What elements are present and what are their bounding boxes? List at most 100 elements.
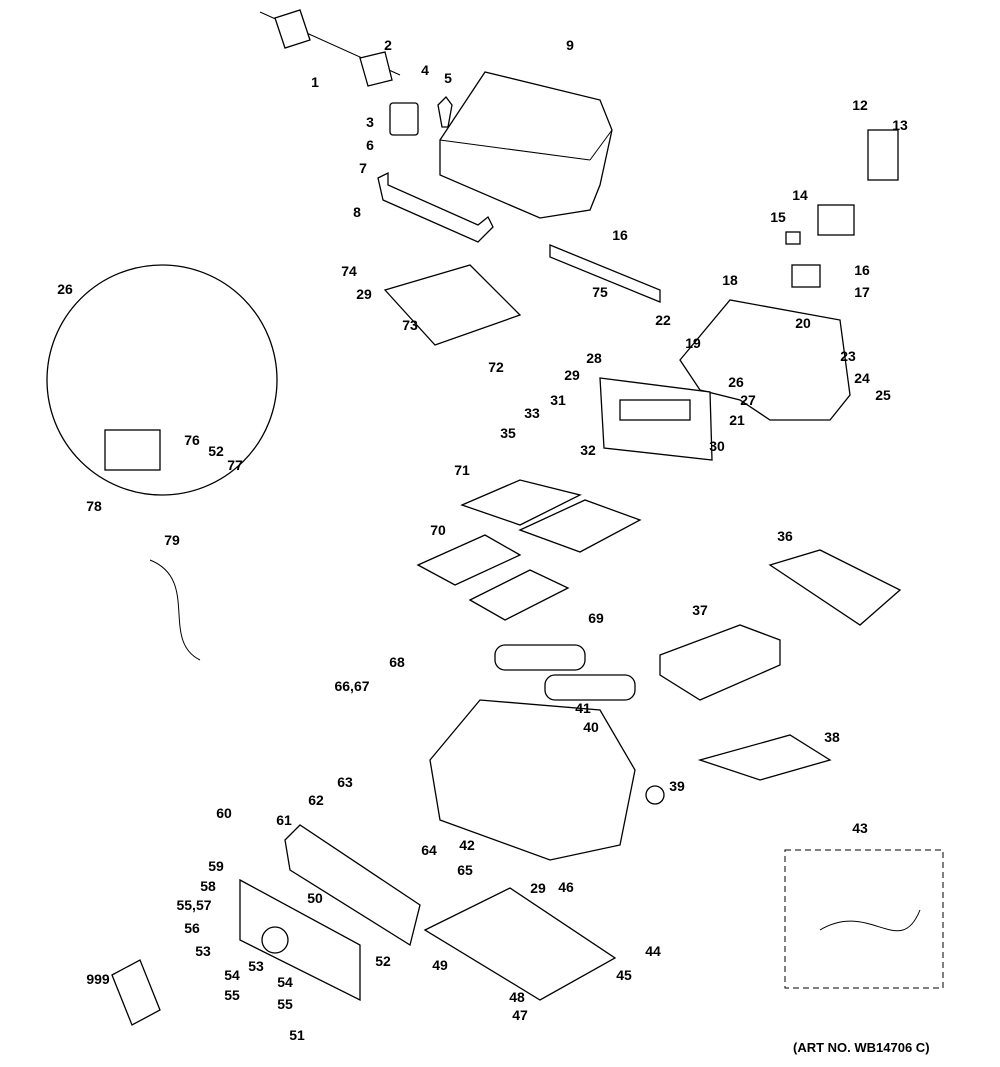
part-number-label: 52	[208, 443, 224, 459]
part-number-label: 65	[457, 862, 473, 878]
part-number-label: 73	[402, 317, 418, 333]
part-number-label: 12	[852, 97, 868, 113]
control-panel-trim	[284, 824, 421, 947]
clip	[785, 231, 801, 245]
thermometer	[261, 926, 289, 954]
part-number-label: 28	[586, 350, 602, 366]
hood-handle	[377, 171, 494, 243]
part-number-label: 71	[454, 462, 470, 478]
art-number-caption: (ART NO. WB14706 C)	[793, 1040, 930, 1055]
rotisserie-motor	[389, 96, 453, 136]
control-panel	[239, 878, 361, 1002]
hood	[439, 71, 613, 219]
regulator	[645, 785, 665, 805]
part-number-label: 29	[530, 880, 546, 896]
plate	[791, 264, 821, 288]
rear-panel	[679, 299, 851, 421]
part-number-label: 30	[709, 438, 725, 454]
part-number-label: 56	[184, 920, 200, 936]
flavor-bars-right	[468, 569, 570, 621]
part-number-label: 78	[86, 498, 102, 514]
part-number-label: 79	[164, 532, 180, 548]
part-number-label: 33	[524, 405, 540, 421]
part-number-label: 66,67	[334, 678, 370, 694]
part-number-label: 55	[224, 987, 240, 1003]
part-number-label: 77	[227, 457, 243, 473]
part-number-label: 23	[840, 348, 856, 364]
part-number-label: 31	[550, 392, 566, 408]
part-number-label: 18	[722, 272, 738, 288]
part-number-label: 16	[612, 227, 628, 243]
part-number-label: 53	[248, 958, 264, 974]
part-number-label: 72	[488, 359, 504, 375]
part-number-label: 32	[580, 442, 596, 458]
part-number-label: 25	[875, 387, 891, 403]
part-number-label: 70	[430, 522, 446, 538]
part-number-label: 38	[824, 729, 840, 745]
part-number-label: 5	[444, 70, 452, 86]
cooking-grate-left	[460, 479, 582, 526]
part-number-label: 69	[588, 610, 604, 626]
part-number-label: 74	[341, 263, 357, 279]
part-number-label: 2	[384, 37, 392, 53]
part-number-label: 62	[308, 792, 324, 808]
part-number-label: 55,57	[176, 897, 212, 913]
rotisserie-spit	[259, 9, 401, 87]
part-number-label: 60	[216, 805, 232, 821]
part-number-label: 50	[307, 890, 323, 906]
part-number-label: 22	[655, 312, 671, 328]
part-number-label: 76	[184, 432, 200, 448]
flavor-bars-left	[416, 534, 522, 586]
part-number-label: 46	[558, 879, 574, 895]
part-number-label: 37	[692, 602, 708, 618]
part-number-label: 4	[421, 62, 429, 78]
part-number-label: 6	[366, 137, 374, 153]
burner-screen	[619, 399, 691, 421]
part-number-label: 44	[645, 943, 661, 959]
firebox	[429, 699, 636, 861]
burner-left	[494, 644, 586, 671]
power-cord	[149, 559, 201, 661]
part-number-label: 64	[421, 842, 437, 858]
heat-shield	[549, 244, 661, 303]
part-number-label: 48	[509, 989, 525, 1005]
part-number-label: 45	[616, 967, 632, 983]
heat-deflector	[697, 734, 832, 781]
smoker-box	[659, 624, 781, 701]
part-number-label: 36	[777, 528, 793, 544]
part-number-label: 27	[740, 392, 756, 408]
part-number-label: 54	[277, 974, 293, 990]
part-number-label: 9	[566, 37, 574, 53]
part-number-label: 8	[353, 204, 361, 220]
part-number-label: 52	[375, 953, 391, 969]
part-number-label: 63	[337, 774, 353, 790]
part-number-label: 47	[512, 1007, 528, 1023]
part-number-label: 43	[852, 820, 868, 836]
part-number-label: 29	[356, 286, 372, 302]
warming-rack	[383, 264, 522, 346]
part-number-label: 1	[311, 74, 319, 90]
part-number-label: 59	[208, 858, 224, 874]
part-number-label: 21	[729, 412, 745, 428]
part-number-label: 26	[57, 281, 73, 297]
part-number-label: 14	[792, 187, 808, 203]
part-number-label: 41	[575, 700, 591, 716]
part-number-label: 19	[685, 335, 701, 351]
kit-wire	[819, 909, 921, 932]
part-number-label: 16	[854, 262, 870, 278]
part-number-label: 61	[276, 812, 292, 828]
part-number-label: 26	[728, 374, 744, 390]
part-number-label: 3	[366, 114, 374, 130]
part-number-label: 75	[592, 284, 608, 300]
bottom-tray	[423, 887, 617, 1001]
kit-dashed-box	[784, 849, 944, 989]
part-number-label: 24	[854, 370, 870, 386]
side-panel	[867, 129, 899, 181]
part-number-label: 7	[359, 160, 367, 176]
part-number-label: 39	[669, 778, 685, 794]
burner-right	[544, 674, 636, 701]
bracket	[817, 204, 855, 236]
part-number-label: 17	[854, 284, 870, 300]
